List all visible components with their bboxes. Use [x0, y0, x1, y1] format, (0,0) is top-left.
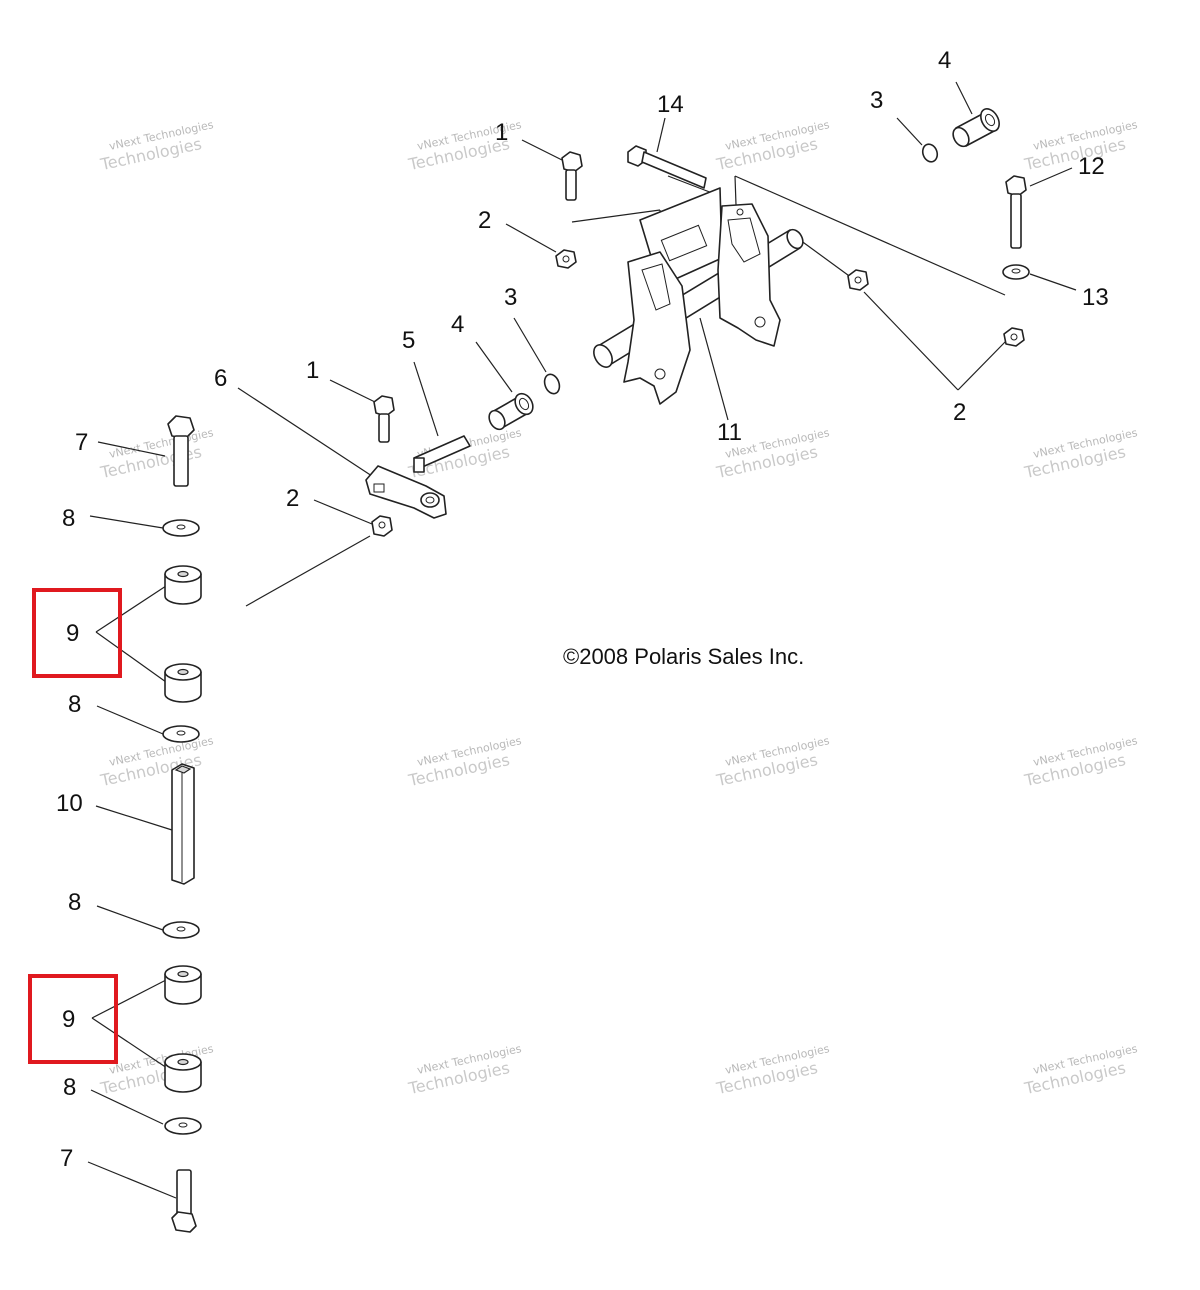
callout-1-mid: 1: [306, 357, 319, 384]
callout-7-bottom: 7: [60, 1145, 73, 1172]
callout-12: 12: [1078, 153, 1105, 180]
parts: [162, 108, 1030, 1233]
callout-3-mid: 3: [504, 284, 517, 311]
callout-8-1: 8: [62, 505, 75, 532]
washer-8-2: [162, 725, 200, 743]
callout-2-top: 2: [478, 207, 491, 234]
washer-8-1: [162, 519, 200, 537]
callout-8-4: 8: [63, 1074, 76, 1101]
leader-lines: [87, 81, 1077, 1199]
oring-3-top: [921, 143, 939, 163]
callout-14: 14: [657, 91, 684, 118]
washer-8-4: [164, 1117, 202, 1135]
callouts: 14 1 2 3 4 12 13 2 11 3 4 5 1 6 2 7 8 9 …: [56, 47, 1109, 1172]
callout-3-top: 3: [870, 87, 883, 114]
callout-4-mid: 4: [451, 311, 464, 338]
nut-2-right: [847, 269, 869, 291]
callout-9-bottom: 9: [62, 1006, 75, 1033]
bushing-9-4: [164, 1053, 202, 1093]
callout-1-top: 1: [495, 119, 508, 146]
bolt-12: [1005, 175, 1027, 249]
callout-2-mid: 2: [286, 485, 299, 512]
bolt-14: [627, 145, 707, 189]
nut-2-top: [555, 249, 577, 269]
nut-2-mid: [371, 515, 393, 537]
oring-3-mid: [543, 373, 561, 395]
callout-7-top: 7: [75, 429, 88, 456]
washer-13: [1002, 264, 1030, 280]
callout-6: 6: [214, 365, 227, 392]
bolt-1-top: [561, 151, 583, 201]
callout-5: 5: [402, 327, 415, 354]
washer-8-3: [162, 921, 200, 939]
frame-11: [593, 187, 804, 405]
callout-4-top: 4: [938, 47, 951, 74]
bushing-9-2: [164, 663, 202, 703]
callout-13: 13: [1082, 284, 1109, 311]
bushing-9-1: [164, 565, 202, 605]
bushing-4-top: [952, 108, 1000, 148]
highlight-box-9-top: [32, 588, 122, 678]
shaft-5: [413, 435, 471, 473]
arm-6: [365, 465, 447, 519]
spacer-10: [171, 763, 195, 885]
nut-2-far-right: [1003, 327, 1025, 347]
callout-8-3: 8: [68, 889, 81, 916]
highlight-box-9-bottom: [28, 974, 118, 1064]
bolt-7-bottom: [171, 1169, 197, 1233]
callout-10: 10: [56, 790, 83, 817]
bolt-1-mid: [373, 395, 395, 443]
copyright-notice: ©2008 Polaris Sales Inc.: [563, 644, 804, 669]
callout-11: 11: [717, 419, 742, 446]
bushing-4-mid: [488, 392, 534, 431]
callout-2-right: 2: [953, 399, 966, 426]
callout-9-top: 9: [66, 620, 79, 647]
bushing-9-3: [164, 965, 202, 1005]
bolt-7-top: [167, 415, 195, 487]
callout-8-2: 8: [68, 691, 81, 718]
